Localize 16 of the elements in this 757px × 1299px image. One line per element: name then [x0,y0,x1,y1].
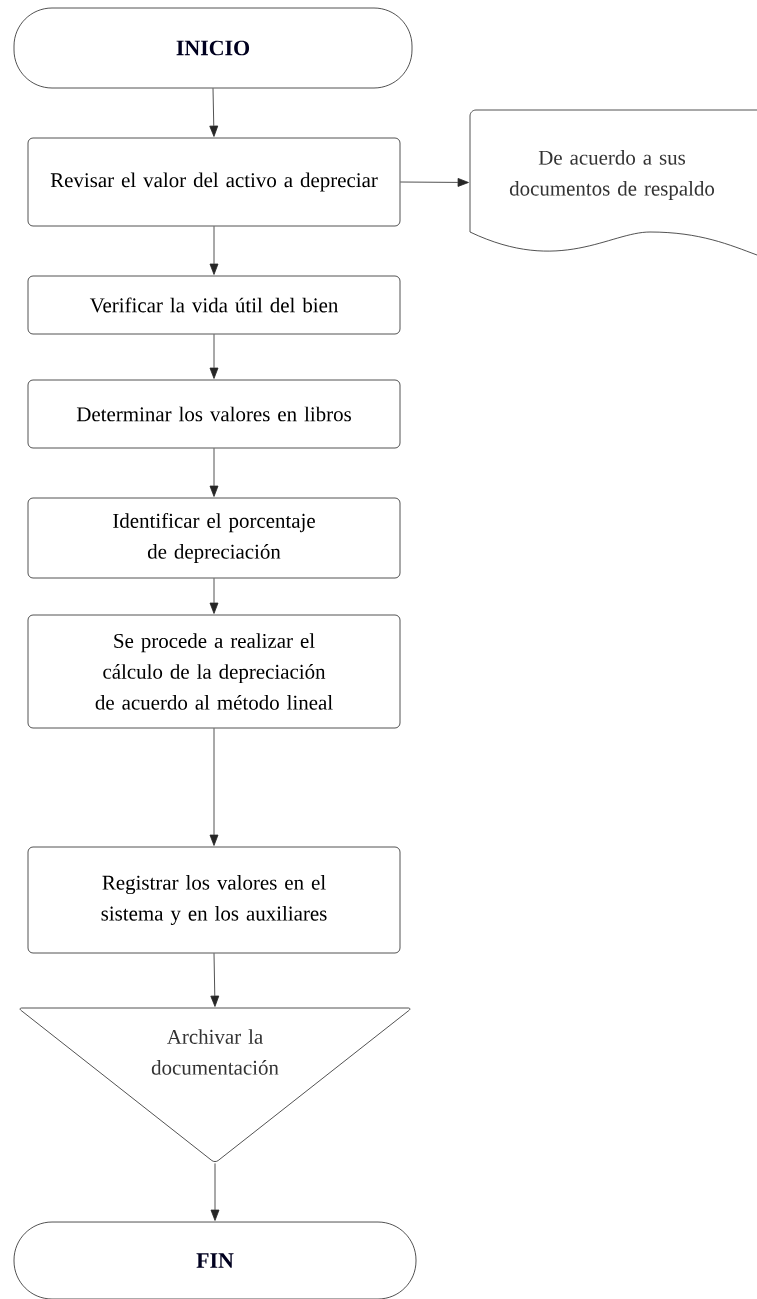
arrow [210,953,220,1007]
process-box: Registrar los valores en el sistema y en los auxiliares [27,846,401,954]
process-box: Verificar la vida útil del bien [27,275,401,335]
arrow [209,334,219,379]
process-box: Se procede a realizar el cálculo de la depreciación de acuerdo al método lineal [27,614,401,729]
arrow [209,88,219,137]
merge-triangle: Archivar la documentación [19,1007,411,1162]
process-box: Revisar el valor del activo a depreciar [27,137,401,227]
arrow [209,226,219,275]
arrow [209,578,219,614]
process-box: Determinar los valores en libros [27,379,401,449]
process-box: Identificar el porcentaje de depreciación [27,497,401,579]
arrow [400,178,469,187]
arrow [209,728,219,846]
arrow [210,1163,220,1221]
arrow [209,448,219,497]
